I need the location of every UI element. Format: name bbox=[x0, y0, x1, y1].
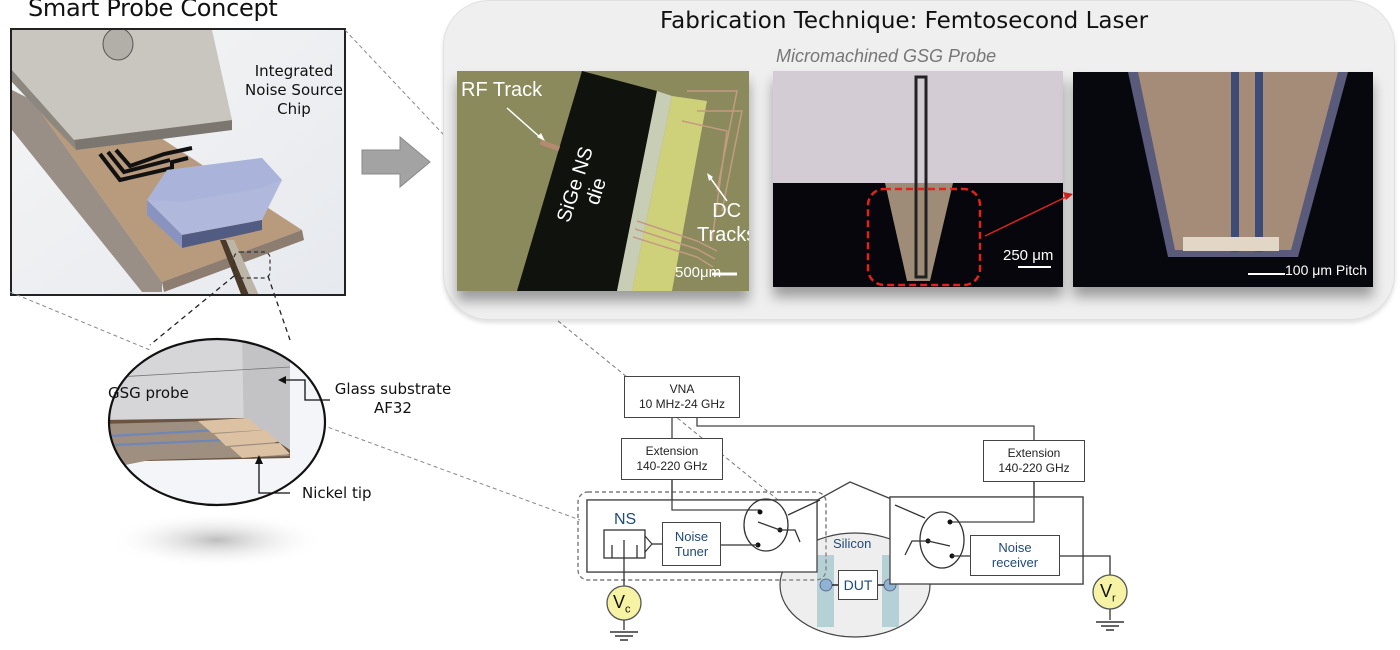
vc-subscript: c bbox=[625, 603, 631, 616]
vna-label: VNA bbox=[669, 382, 695, 396]
vna-range: 10 MHz-24 GHz bbox=[638, 397, 726, 411]
rf-track-label: RF Track bbox=[461, 79, 543, 101]
vr-subscript: r bbox=[1112, 592, 1116, 605]
connector-dashed-2 bbox=[9, 291, 151, 351]
gsg-probe-photo: 250 μm bbox=[773, 71, 1063, 287]
ext-right-label: Extension bbox=[1007, 446, 1061, 460]
chip-callout: Integrated Noise Source Chip bbox=[240, 62, 344, 119]
zoom-line-left bbox=[149, 275, 235, 346]
probe-tip-graphic bbox=[1073, 72, 1373, 287]
die-photo-graphic bbox=[457, 71, 749, 291]
scale-500um: 500μm bbox=[675, 264, 722, 281]
fabrication-title: Fabrication Technique: Femtosecond Laser bbox=[660, 8, 1149, 34]
glass-callout-line1: Glass substrate bbox=[334, 380, 452, 398]
ext-left-range: 140-220 GHz bbox=[636, 459, 708, 473]
sige-die-photo: RF Track SiGe NS die DC Tracks 500μm bbox=[457, 71, 749, 291]
ext-right-range: 140-220 GHz bbox=[998, 461, 1070, 475]
noise-tuner-line2: Tuner bbox=[674, 544, 709, 559]
ns-label: NS bbox=[614, 511, 637, 528]
gsg-probe-label: GSG probe bbox=[108, 384, 189, 402]
dc-tracks-label: DC Tracks bbox=[697, 199, 749, 247]
chip-callout-line1: Integrated bbox=[254, 62, 334, 80]
right-arrow-icon bbox=[361, 135, 431, 189]
extension-right-block: Extension 140-220 GHz bbox=[983, 440, 1085, 482]
dut-block: DUT bbox=[838, 570, 878, 600]
ext-left-label: Extension bbox=[645, 444, 699, 458]
extension-left-block: Extension 140-220 GHz bbox=[621, 438, 723, 480]
scale-100um-pitch: 100 μm Pitch bbox=[1285, 262, 1367, 278]
chip-callout-line2: Noise Source bbox=[245, 81, 343, 99]
scale-250um: 250 μm bbox=[1003, 247, 1054, 264]
noise-receiver-block: Noise receiver bbox=[970, 535, 1060, 576]
glass-callout-line2: AF32 bbox=[374, 399, 412, 417]
vc-source: Vc bbox=[613, 592, 631, 616]
noise-tuner-line1: Noise bbox=[674, 529, 709, 544]
noise-tuner-block: Noise Tuner bbox=[662, 522, 721, 566]
connector-dashed-1 bbox=[344, 29, 459, 151]
connector-dashed-3 bbox=[321, 424, 581, 521]
smart-probe-concept-image: Integrated Noise Source Chip bbox=[10, 28, 346, 296]
vna-block: VNA 10 MHz-24 GHz bbox=[624, 376, 740, 418]
dc-tracks-line2: Tracks bbox=[697, 224, 749, 246]
glass-substrate-callout: Glass substrate AF32 bbox=[328, 380, 458, 418]
silicon-label: Silicon bbox=[833, 536, 872, 551]
dc-tracks-line1: DC bbox=[712, 200, 742, 222]
fabrication-subtitle: Micromachined GSG Probe bbox=[776, 46, 997, 66]
noise-receiver-line2: receiver bbox=[991, 555, 1039, 570]
smart-probe-title: Smart Probe Concept bbox=[28, 0, 278, 22]
chip-callout-line3: Chip bbox=[277, 100, 311, 118]
vc-label: V bbox=[613, 592, 626, 612]
probe-tip-photo: 100 μm Pitch bbox=[1073, 72, 1373, 287]
nickel-tip-callout: Nickel tip bbox=[302, 484, 372, 502]
vr-source: Vr bbox=[1100, 581, 1116, 605]
noise-receiver-line1: Noise bbox=[998, 540, 1032, 555]
zoom-line-right bbox=[267, 275, 291, 341]
probe-3d-illustration bbox=[12, 30, 344, 294]
vr-label: V bbox=[1100, 581, 1113, 601]
